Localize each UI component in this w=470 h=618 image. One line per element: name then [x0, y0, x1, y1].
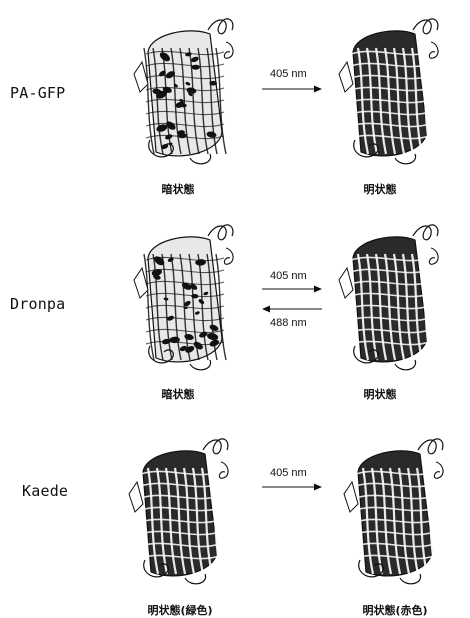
state-label-kaede-right: 明状態(赤色)	[362, 602, 427, 618]
state-label-kaede-left: 明状態(緑色)	[147, 602, 212, 618]
wavelength-label-405-pa-gfp: 405 nm	[270, 68, 307, 80]
state-label-pa-gfp-left: 暗状態	[162, 181, 195, 197]
barrel-structure-kaede-green	[125, 432, 235, 592]
barrel-structure-pa-gfp-bright	[335, 12, 445, 172]
state-label-pa-gfp-right: 明状態	[364, 181, 397, 197]
barrel-structure-dronpa-dark	[130, 218, 240, 378]
barrel-structure-dronpa-bright	[335, 218, 445, 378]
forward-arrow-kaede	[262, 482, 322, 492]
protein-name-dronpa: Dronpa	[10, 295, 65, 313]
state-label-dronpa-right: 明状態	[364, 386, 397, 402]
reverse-arrow-dronpa	[262, 304, 322, 314]
forward-arrow-dronpa	[262, 284, 322, 294]
wavelength-label-488-dronpa: 488 nm	[270, 317, 307, 329]
protein-name-kaede: Kaede	[22, 482, 68, 500]
wavelength-label-405-dronpa: 405 nm	[270, 270, 307, 282]
barrel-structure-kaede-red	[340, 432, 450, 592]
wavelength-label-405-kaede: 405 nm	[270, 467, 307, 479]
protein-name-pa-gfp: PA-GFP	[10, 84, 65, 102]
state-label-dronpa-left: 暗状態	[162, 386, 195, 402]
forward-arrow-pa-gfp	[262, 84, 322, 94]
barrel-structure-pa-gfp-dark	[130, 12, 240, 172]
